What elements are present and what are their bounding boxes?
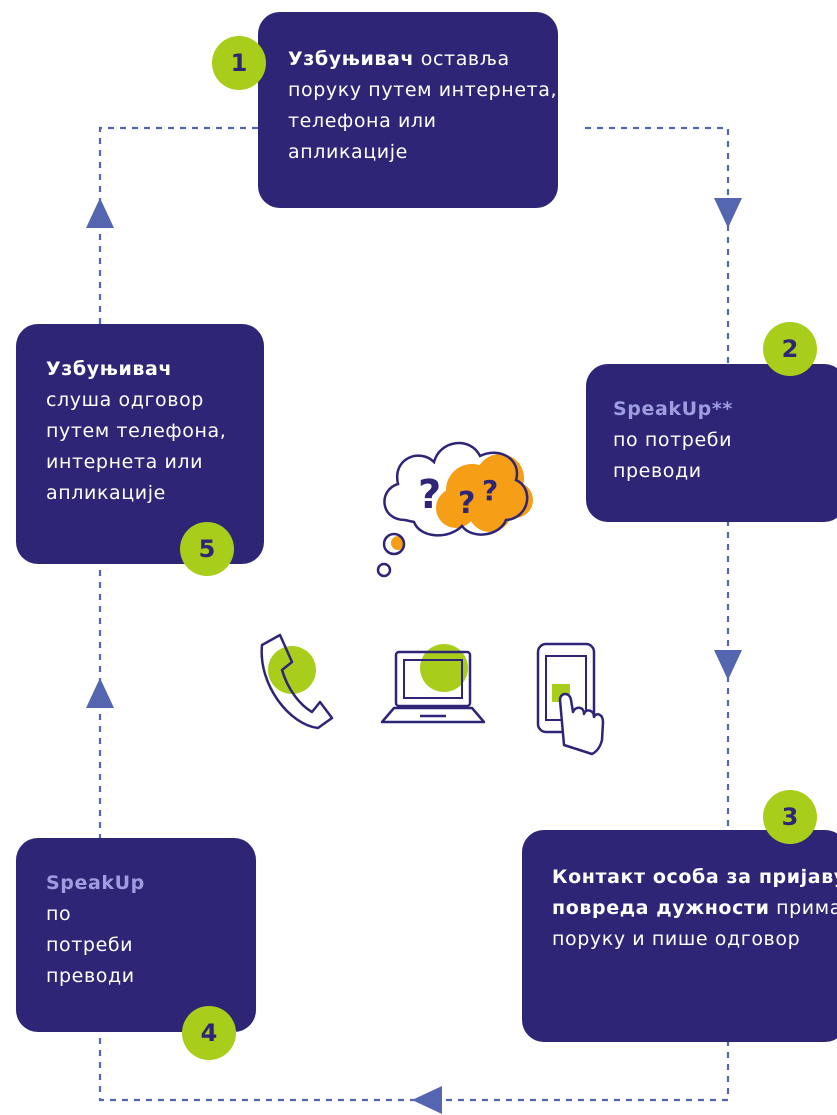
step-3-badge: 3 xyxy=(763,790,817,844)
step-4-badge: 4 xyxy=(182,1006,236,1060)
step-2-highlight: SpeakUp** xyxy=(613,398,733,420)
step-5-text: слуша одговор путем телефона, интернета … xyxy=(46,389,227,504)
step-5-badge: 5 xyxy=(180,522,234,576)
arrow-left-bottom xyxy=(412,1086,442,1114)
step-1-badge: 1 xyxy=(212,36,266,90)
step-1-box: Узбуњивач оставља поруку путем интернета… xyxy=(258,12,558,208)
step-3-text: прима поруку и пише одговор xyxy=(552,897,837,950)
step-2-text: по потреби преводи xyxy=(613,429,733,482)
connector-5-to-1 xyxy=(98,126,258,840)
step-3-bold: Контакт особа за пријаву повреда дужност… xyxy=(552,866,837,919)
step-5-box: Узбуњивач слуша одговор путем телефона, … xyxy=(16,324,264,564)
step-4-box: SpeakUp по потреби преводи xyxy=(16,838,256,1032)
question-mark-3: ? xyxy=(482,474,498,507)
arrow-up-bottom-left xyxy=(86,678,114,708)
step-3-box: Контакт особа за пријаву повреда дужност… xyxy=(522,830,837,1042)
arrow-down-mid-right xyxy=(714,650,742,680)
step-2-badge: 2 xyxy=(763,322,817,376)
arrow-up-top-left xyxy=(86,198,114,228)
step-1-text: оставља поруку путем интернета, телефона… xyxy=(288,48,558,163)
step-5-bold: Узбуњивач xyxy=(46,358,173,380)
step-2-box: SpeakUp** по потреби преводи xyxy=(586,364,837,522)
step-4-highlight: SpeakUp xyxy=(46,872,145,894)
connector-1-to-2 xyxy=(585,126,730,365)
step-4-text: по потреби преводи xyxy=(46,903,135,987)
arrow-down-top-right xyxy=(714,198,742,228)
question-mark-2: ? xyxy=(458,486,475,521)
step-1-bold: Узбуњивач xyxy=(288,48,415,70)
question-mark-1: ? xyxy=(418,472,441,518)
